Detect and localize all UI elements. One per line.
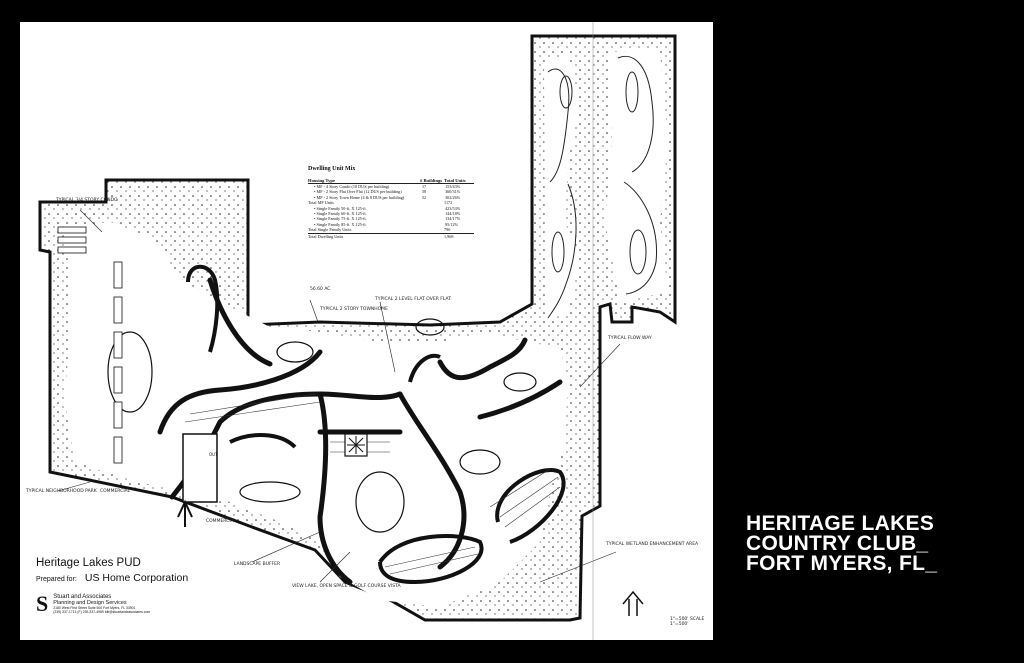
caption-line-1: HERITAGE LAKES: [746, 512, 935, 535]
location-caption: HERITAGE LAKES COUNTRY CLUB_ FORT MYERS,…: [746, 512, 938, 575]
label-acreage: 56.60 AC: [310, 287, 331, 292]
prepared-for-label: Prepared for:: [36, 576, 77, 583]
table-row: Total Dwelling Units 1,968: [308, 232, 474, 239]
neighborhood-loops: [186, 264, 566, 585]
clubhouse: [344, 433, 368, 457]
table-cell: 95/12%: [445, 221, 459, 227]
caption-line-3: FORT MYERS, FL_: [746, 552, 938, 575]
table-cell: 1172: [444, 200, 453, 206]
client-name: US Home Corporation: [84, 572, 189, 584]
table-row: • MF - 4 Story Condo (10 DUS per buildin…: [308, 184, 474, 189]
leader-lines: [57, 209, 621, 583]
table-cell: 50: [421, 189, 427, 195]
table-cell: • Single Family 85-ft. X 125-ft.: [314, 221, 367, 227]
table-row: Total Single Family Units 796: [308, 227, 474, 232]
label-view-lake: VIEW LAKE, OPEN SPACE & GOLF COURSE VIST…: [292, 584, 401, 589]
site-plan-sheet: Dwelling Unit Mix Housing Type # Buildin…: [20, 22, 713, 640]
table-row: • MF - 2 Story Flat Over Flat (12 DUS pe…: [308, 189, 474, 194]
table-cell: 360/31%: [445, 189, 461, 195]
lot-lines: [184, 393, 561, 575]
table-row: • Single Family 75-ft. X 125-ft. 134/17%: [308, 216, 474, 221]
table-cell: • MF - 2 Story Flat Over Flat (12 DUS pe…: [314, 189, 402, 195]
table-row: • Single Family 85-ft. X 125-ft. 95/12%: [308, 222, 474, 227]
golf-fairways: [547, 56, 658, 319]
table-title: Dwelling Unit Mix: [308, 166, 356, 172]
table-row: • MF - 2 Story Town Home (4 & 8 DUS per …: [308, 195, 474, 200]
table-rows: • MF - 4 Story Condo (10 DUS per buildin…: [308, 184, 474, 239]
table-cell: • Single Family 60-ft. X 125-ft.: [314, 211, 367, 217]
table-cell: • Single Family 75-ft. X 125-ft.: [314, 216, 367, 222]
table-row: • Single Family 50-ft. X 125-ft. 423/53%: [308, 206, 474, 211]
table-cell: Total Dwelling Units: [308, 233, 344, 239]
firm-division: Planning and Design Services: [53, 600, 127, 606]
label-typical-neighborhood-park: TYPICAL NEIGHBORHOOD PARK: [26, 489, 97, 494]
condo-buildings: [57, 226, 123, 464]
firm-contact: (239) 337-1713 (F) 239-337-4989 tdlt@stu…: [53, 610, 151, 614]
table-cell: 134/17%: [445, 216, 461, 222]
label-typical-wetland: TYPICAL WETLAND ENHANCEMENT AREA: [606, 542, 699, 547]
table-header: Housing Type # Buildings Total Units: [308, 178, 474, 184]
table-row: • Single Family 60-ft. X 125-ft. 144/18%: [308, 211, 474, 216]
firm-address: 2180 West First Street Suite 500 Fort My…: [53, 606, 136, 610]
table-cell: • Single Family 50-ft. X 125-ft.: [314, 205, 367, 211]
label-commercial-2: COMMERCIAL: [206, 519, 237, 524]
project-title: Heritage Lakes PUD: [36, 557, 141, 569]
label-typical-flat-over-flat: TYPICAL 2 LEVEL FLAT OVER FLAT: [375, 297, 451, 302]
table-cell: 52: [421, 194, 427, 200]
road-network: [157, 277, 563, 585]
caption-line-2: COUNTRY CLUB_: [746, 532, 929, 555]
out-parcel: [182, 433, 218, 503]
table-cell: [420, 227, 444, 232]
table-cell: 423/53%: [445, 205, 461, 211]
site-plan-drawing: [38, 22, 677, 640]
dwelling-unit-mix-table: Dwelling Unit Mix Housing Type # Buildin…: [308, 166, 474, 239]
label-landscape-buffer: LANDSCAPE BUFFER: [234, 562, 281, 567]
table-cell: • MF - 4 Story Condo (10 DUS per buildin…: [314, 184, 390, 189]
table-cell: [420, 234, 444, 239]
firm-name: Stuart and Associates: [53, 594, 112, 600]
table-cell: 302/26%: [445, 194, 461, 200]
scale-label: 1"=500' SCALE 1"=500': [670, 617, 705, 627]
table-row: Total MF Units 1172: [308, 200, 474, 205]
label-out-parcel: OUT: [209, 452, 218, 457]
table-cell: Total Single Family Units: [308, 227, 352, 233]
entrance-arrow: [177, 499, 193, 527]
table-cell: 17: [421, 184, 427, 189]
label-typical-flow-way: TYPICAL FLOW WAY: [608, 336, 652, 341]
label-commercial-1: COMMERCIAL: [100, 489, 131, 494]
table-cell: 144/18%: [445, 211, 461, 217]
north-arrow-icon: [622, 590, 644, 616]
title-block: Heritage Lakes PUD Prepared for: US Home…: [36, 557, 188, 584]
table-cell: 153/43%: [445, 184, 461, 189]
table-cell: Total MF Units: [308, 200, 334, 206]
lakes: [107, 318, 537, 533]
firm-logo-icon: S: [36, 591, 49, 616]
label-typical-condo: TYPICAL 3/4 STORY CONDO: [56, 198, 118, 203]
table-cell: 796: [444, 227, 451, 233]
table-cell: • MF - 2 Story Town Home (4 & 8 DUS per …: [314, 194, 405, 200]
firm-block: S Stuart and Associates Planning and Des…: [36, 591, 151, 616]
table-cell: 1,968: [444, 233, 454, 239]
label-typical-townhome: TYPICAL 2 STORY TOWNHOME: [320, 307, 388, 312]
